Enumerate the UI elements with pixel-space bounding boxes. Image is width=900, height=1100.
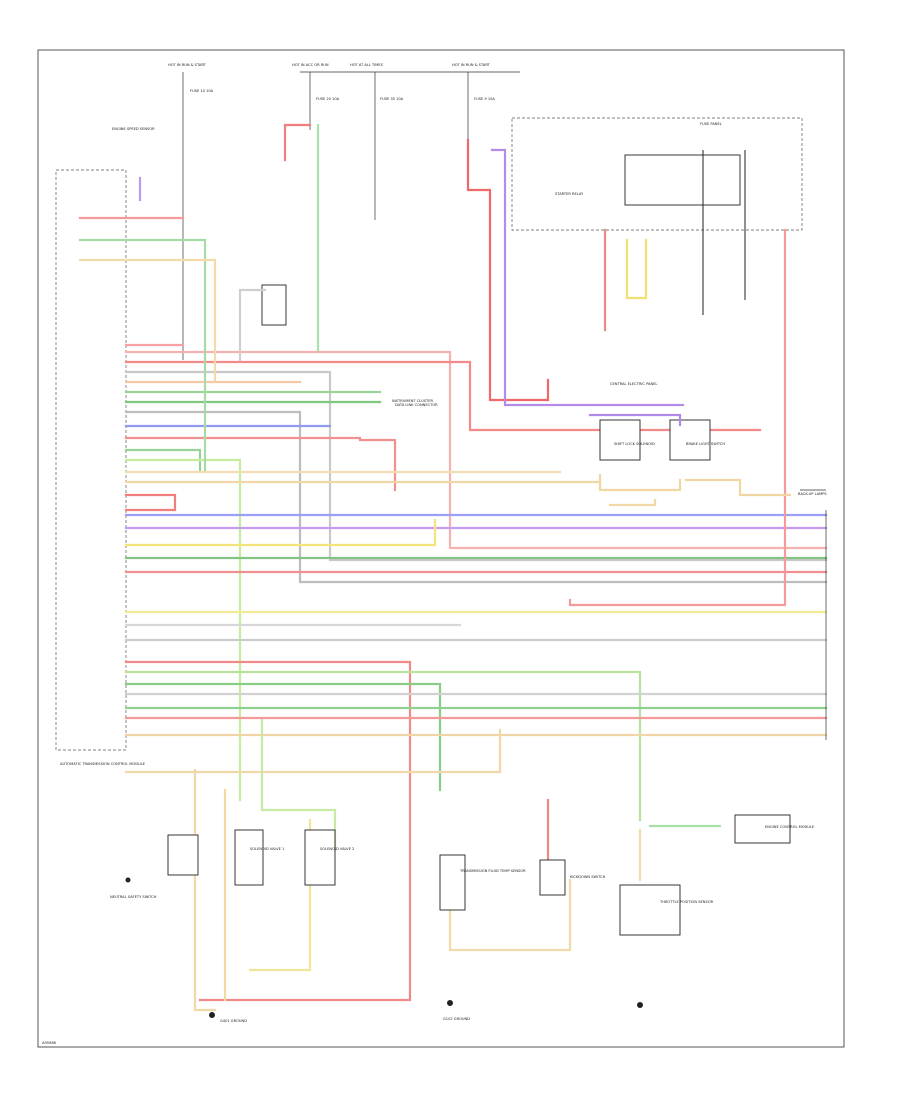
ground-sensor-icon — [637, 1002, 643, 1008]
fuse-feed-wires — [283, 123, 685, 407]
right-connectors — [800, 489, 827, 740]
fuse-panel-block — [238, 284, 287, 362]
label-neutral-safety: NEUTRAL SAFETY SWITCH — [110, 895, 157, 899]
label-fuse-panel: FUSE PANEL — [700, 122, 722, 126]
label-sol1: SOLENOID VALVE 1 — [250, 847, 284, 851]
footer-code: A95986 — [42, 1041, 57, 1045]
wire-grey-2 — [124, 410, 828, 584]
wire-tan-in — [78, 258, 217, 382]
wire-green-in — [78, 238, 207, 472]
wire-red-fuse4 — [466, 138, 550, 402]
label-fuse4: FUSE 9 10A — [474, 97, 495, 101]
label-fuse2: FUSE 20 10A — [316, 97, 340, 101]
lower-components — [125, 718, 791, 1018]
wire-purple-fuse4 — [490, 148, 685, 407]
solenoid-valve-1 — [234, 829, 264, 886]
label-reverse: BACK-UP LAMPS — [798, 492, 827, 496]
engine-control-module-box — [734, 814, 791, 844]
module-inputs — [78, 176, 217, 472]
ground-g401-icon — [209, 1012, 215, 1018]
label-hot1: HOT IN RUN & START — [168, 63, 207, 67]
label-hot4: HOT IN RUN & START — [452, 63, 491, 67]
label-hot3: HOT AT ALL TIMES — [350, 63, 384, 67]
wire-grey-1 — [124, 370, 828, 562]
label-hot2: HOT IN ACC OR RUN — [292, 63, 329, 67]
transmission-temp-sensor — [439, 854, 466, 911]
throttle-position-sensor — [619, 884, 681, 936]
solenoid-valve-2 — [304, 829, 336, 886]
control-module-outline — [55, 169, 127, 751]
wire-green-6 — [124, 682, 442, 792]
wire-red-3 — [124, 436, 397, 492]
label-engine-ctrl: ENGINE CONTROL MODULE — [765, 825, 815, 829]
wire-red-6 — [124, 660, 412, 1002]
label-kickdown: KICKDOWN SWITCH — [570, 875, 606, 879]
label-shift-lock: SHIFT LOCK SOLENOID — [614, 442, 655, 446]
label-gnd1: G401 GROUND — [220, 1019, 247, 1023]
label-starter-relay: STARTER RELAY — [555, 192, 584, 196]
wire-red-4 — [124, 493, 177, 512]
relay-panel-internals — [568, 150, 787, 607]
label-trans-temp: TRANSMISSION FLUID TEMP SENSOR — [459, 869, 526, 873]
kickdown-switch — [539, 859, 566, 896]
label-control-module: AUTOMATIC TRANSMISSION CONTROL MODULE — [60, 762, 146, 766]
wire-green-3 — [124, 448, 202, 472]
wire-pink-1 — [124, 350, 828, 550]
wire-yellow-1 — [124, 518, 437, 547]
ground-g102-icon — [447, 1000, 453, 1006]
wire-tan-lower-1 — [193, 768, 217, 1012]
label-gnd2: G102 GROUND — [443, 1017, 470, 1021]
wire-bundle — [124, 343, 828, 1002]
label-fuse3: FUSE 35 10A — [380, 97, 404, 101]
label-relay-panel: CENTRAL ELECTRIC PANEL — [610, 382, 657, 386]
label-inst: INSTRUMENT CLUSTER — [392, 399, 433, 403]
fuse-panel-outline — [511, 117, 803, 231]
wire-red-fuse2 — [283, 123, 312, 162]
label-engine-speed-sensor: ENGINE SPEED SENSOR — [112, 127, 155, 131]
wire-lightgreen-1 — [124, 458, 242, 802]
label-fuse1: FUSE 10 10A — [190, 89, 214, 93]
label-sol2: SOLENOID VALVE 2 — [320, 847, 354, 851]
wire-green-5 — [124, 670, 642, 822]
diagram-frame — [37, 49, 845, 1048]
label-brake: BRAKE LIGHT SWITCH — [686, 442, 725, 446]
label-dlc: DATA LINK CONNECTOR — [395, 403, 438, 407]
ground-module-icon — [125, 877, 131, 883]
label-throttle: THROTTLE POSITION SENSOR — [659, 900, 714, 904]
wire-tan-4 — [124, 728, 502, 774]
shift-lock-area — [588, 413, 792, 507]
neutral-safety-switch — [167, 834, 199, 876]
power-feeds — [182, 71, 520, 360]
diagram-labels: HOT IN RUN & START HOT IN ACC OR RUN HOT… — [42, 63, 827, 1045]
